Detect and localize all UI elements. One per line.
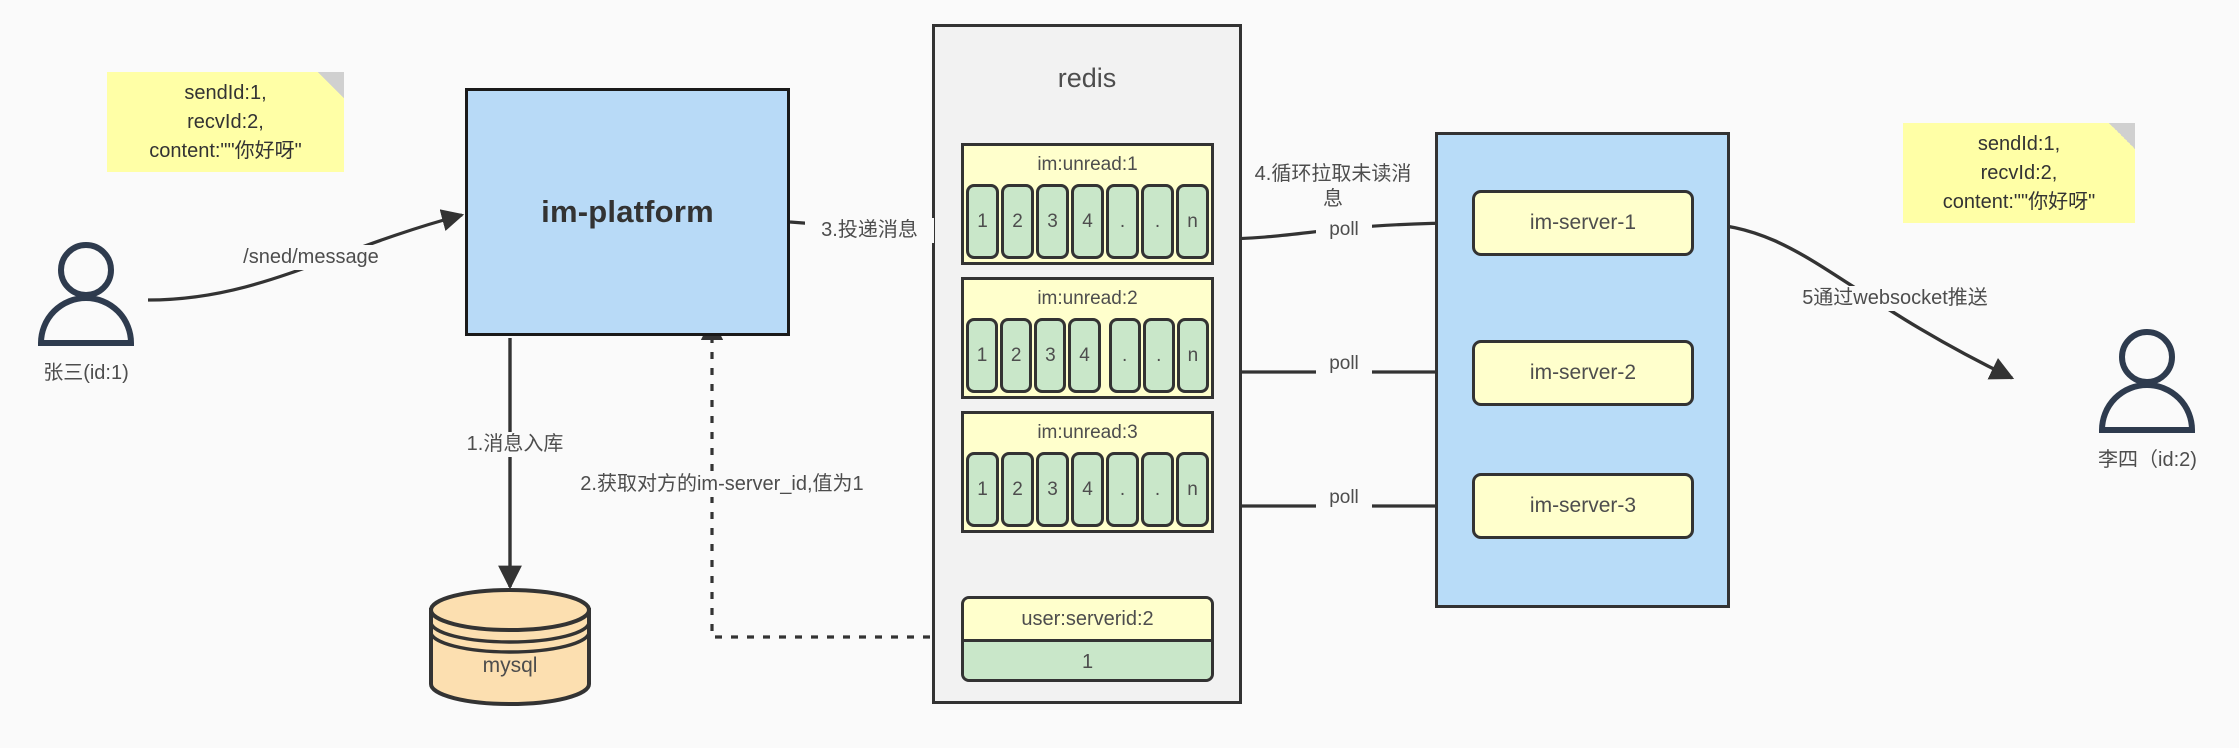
redis-list-key: im:unread:1 — [964, 146, 1211, 184]
im-server-1-label: im-server-1 — [1529, 211, 1637, 234]
redis-cell: n — [1176, 318, 1209, 393]
edge-label-step5: 5通过websocket推送 — [1778, 286, 2012, 311]
mysql-label: mysql — [482, 654, 538, 677]
mysql-database[interactable]: mysql — [425, 588, 595, 706]
redis-cell: . — [1142, 318, 1175, 393]
edge-label-poll-1: poll — [1316, 218, 1372, 242]
edge-label-step4: 4.循环拉取未读消 息 — [1252, 162, 1414, 212]
redis-list-im-unread-2[interactable]: im:unread:2 1 2 3 4 . . n — [961, 277, 1214, 399]
redis-cell: . — [1141, 452, 1174, 527]
redis-list-im-unread-3[interactable]: im:unread:3 1 2 3 4 . . n — [961, 411, 1214, 533]
actor-left — [24, 238, 148, 350]
note-fold-corner-icon — [318, 72, 344, 98]
redis-cell: n — [1176, 184, 1209, 259]
redis-title: redis — [1057, 63, 1117, 93]
im-platform-label: im-platform — [541, 194, 714, 229]
redis-cell: 1 — [966, 184, 999, 259]
redis-cell: 1 — [966, 318, 999, 393]
actor-left-caption: 张三(id:1) — [43, 362, 129, 384]
note-left: sendId:1, recvId:2, content:""你好呀" — [107, 72, 344, 172]
user-icon — [37, 242, 135, 346]
note-right: sendId:1, recvId:2, content:""你好呀" — [1903, 123, 2135, 223]
user-icon — [2098, 329, 2196, 433]
im-server-2-box[interactable]: im-server-2 — [1472, 340, 1694, 406]
im-server-3-label: im-server-3 — [1529, 494, 1637, 517]
redis-cell: n — [1176, 452, 1209, 527]
edge-label-step2: 2.获取对方的im-server_id,值为1 — [570, 472, 874, 497]
edge-label-poll-3: poll — [1316, 486, 1372, 510]
redis-list-key: im:unread:3 — [964, 414, 1211, 452]
redis-cell: 2 — [1001, 452, 1034, 527]
note-fold-corner-icon — [2109, 123, 2135, 149]
edge-label-step1: 1.消息入库 — [448, 432, 582, 457]
im-server-2-label: im-server-2 — [1529, 361, 1637, 384]
redis-cell: . — [1106, 184, 1139, 259]
redis-cell: 2 — [1000, 318, 1033, 393]
actor-right-caption: 李四（id:2) — [2098, 449, 2197, 471]
redis-cell: 4 — [1068, 318, 1101, 393]
redis-cell: 3 — [1036, 452, 1069, 527]
redis-cell: 2 — [1001, 184, 1034, 259]
edge-label-send-message: /sned/message — [228, 245, 394, 270]
redis-cell: 4 — [1071, 452, 1104, 527]
redis-cell: 3 — [1036, 184, 1069, 259]
database-cylinder-icon — [429, 588, 591, 706]
im-server-1-box[interactable]: im-server-1 — [1472, 190, 1694, 256]
note-left-text: sendId:1, recvId:2, content:""你好呀" — [149, 81, 302, 162]
redis-cell: 4 — [1071, 184, 1104, 259]
edge-label-step3: 3.投递消息 — [805, 218, 934, 243]
redis-cell: 1 — [966, 452, 999, 527]
redis-list-key: im:unread:2 — [964, 280, 1211, 318]
redis-cell: . — [1141, 184, 1174, 259]
redis-list-cells: 1 2 3 4 . . n — [964, 318, 1211, 393]
note-right-text: sendId:1, recvId:2, content:""你好呀" — [1942, 132, 2096, 213]
redis-cell: . — [1106, 452, 1139, 527]
redis-kv-key: user:serverid:2 — [964, 599, 1211, 639]
im-platform-box[interactable]: im-platform — [465, 88, 790, 336]
redis-kv-user-serverid[interactable]: user:serverid:2 1 — [961, 596, 1214, 682]
im-server-3-box[interactable]: im-server-3 — [1472, 473, 1694, 539]
redis-list-cells: 1 2 3 4 . . n — [964, 184, 1211, 259]
redis-cell: . — [1108, 318, 1141, 393]
redis-kv-value: 1 — [964, 639, 1211, 679]
redis-list-im-unread-1[interactable]: im:unread:1 1 2 3 4 . . n — [961, 143, 1214, 265]
redis-cell: 3 — [1034, 318, 1067, 393]
actor-right — [2085, 325, 2209, 437]
redis-list-cells: 1 2 3 4 . . n — [964, 452, 1211, 527]
edge-label-poll-2: poll — [1316, 352, 1372, 376]
